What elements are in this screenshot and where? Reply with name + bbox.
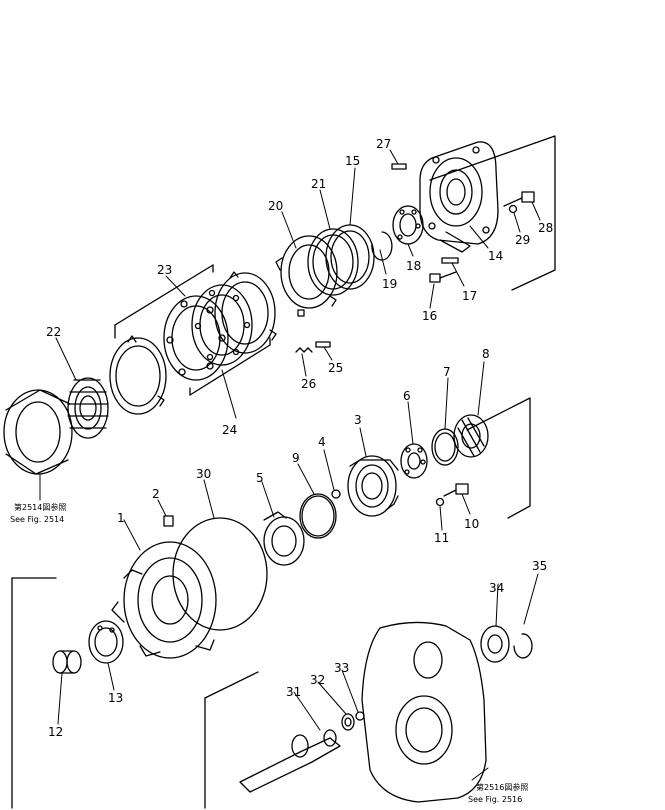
part-label-16: 16 xyxy=(422,309,437,323)
clutch-plate-d xyxy=(109,335,167,415)
part-label-31: 31 xyxy=(286,685,301,699)
part-label-15: 15 xyxy=(345,154,360,168)
part-label-3: 3 xyxy=(354,413,362,427)
ref-2514-jp: 第2514図参照 xyxy=(14,502,66,512)
part-label-34: 34 xyxy=(489,581,504,595)
part-label-11: 11 xyxy=(434,531,449,545)
part-label-13: 13 xyxy=(108,691,123,705)
group-bracket-lines xyxy=(11,135,556,809)
seal-33 xyxy=(355,711,365,721)
part-label-26: 26 xyxy=(301,377,316,391)
pump-cover-14 xyxy=(419,141,499,253)
part-label-7: 7 xyxy=(443,365,451,379)
bolt-10 xyxy=(443,483,469,497)
spring-26 xyxy=(295,347,313,353)
shaft-31 xyxy=(239,729,341,793)
part-label-14: 14 xyxy=(488,249,503,263)
housing-bottom xyxy=(361,621,487,803)
ball-4 xyxy=(331,489,341,499)
bearing-13 xyxy=(88,620,124,664)
gear-22 xyxy=(67,377,109,439)
shaft-gear-3 xyxy=(347,455,399,517)
pin-25 xyxy=(315,341,331,348)
bolt-16 xyxy=(429,271,457,283)
bearing-32 xyxy=(341,713,355,731)
sleeve-12 xyxy=(52,650,82,674)
housing-1 xyxy=(111,541,217,659)
bearing-18 xyxy=(392,205,424,245)
part-label-24: 24 xyxy=(222,423,237,437)
housing-left xyxy=(3,389,73,475)
figure-references: 第2514図参照 See Fig. 2514 第2516図参照 See Fig.… xyxy=(10,502,528,804)
part-label-25: 25 xyxy=(328,361,343,375)
clutch-disc-c xyxy=(163,295,229,381)
part-label-33: 33 xyxy=(334,661,349,675)
seal-ring-21 xyxy=(307,228,359,296)
clutch-disc-b xyxy=(191,284,253,366)
washer-29 xyxy=(508,204,518,214)
piston-20 xyxy=(275,235,338,317)
part-label-12: 12 xyxy=(48,725,63,739)
part-label-27: 27 xyxy=(376,137,391,151)
part-label-17: 17 xyxy=(462,289,477,303)
oring-30 xyxy=(172,517,268,631)
ref-2516-jp: 第2516図参照 xyxy=(476,782,528,792)
bearing-8 xyxy=(453,414,489,458)
snap-ring-7 xyxy=(431,428,459,466)
part-label-22: 22 xyxy=(46,325,61,339)
snap-ring-35 xyxy=(513,633,533,659)
part-label-29: 29 xyxy=(515,233,530,247)
part-label-20: 20 xyxy=(268,199,283,213)
pin-27 xyxy=(391,163,407,170)
part-label-21: 21 xyxy=(311,177,326,191)
part-label-6: 6 xyxy=(403,389,411,403)
ref-2516-en: See Fig. 2516 xyxy=(468,795,522,804)
bearing-5 xyxy=(263,511,305,566)
bearing-6 xyxy=(400,443,428,479)
leader-lines xyxy=(39,149,541,781)
part-label-19: 19 xyxy=(382,277,397,291)
plug-2 xyxy=(163,515,174,527)
part-label-5: 5 xyxy=(256,471,264,485)
bolt-28 xyxy=(503,191,535,207)
oring-9 xyxy=(299,493,337,539)
part-label-9: 9 xyxy=(292,451,300,465)
part-label-8: 8 xyxy=(482,347,490,361)
part-label-4: 4 xyxy=(318,435,326,449)
part-label-23: 23 xyxy=(157,263,172,277)
part-label-32: 32 xyxy=(310,673,325,687)
ref-2514-en: See Fig. 2514 xyxy=(10,515,64,524)
part-label-2: 2 xyxy=(152,487,160,501)
part-labels: 27 15 21 20 23 22 24 19 18 17 16 14 29 2… xyxy=(46,137,553,739)
part-label-35: 35 xyxy=(532,559,547,573)
dowel-17 xyxy=(441,257,459,264)
part-label-28: 28 xyxy=(538,221,553,235)
part-label-18: 18 xyxy=(406,259,421,273)
part-label-10: 10 xyxy=(464,517,479,531)
part-label-1: 1 xyxy=(117,511,125,525)
bearing-34 xyxy=(480,625,510,663)
part-label-30: 30 xyxy=(196,467,211,481)
washer-11 xyxy=(435,497,445,507)
